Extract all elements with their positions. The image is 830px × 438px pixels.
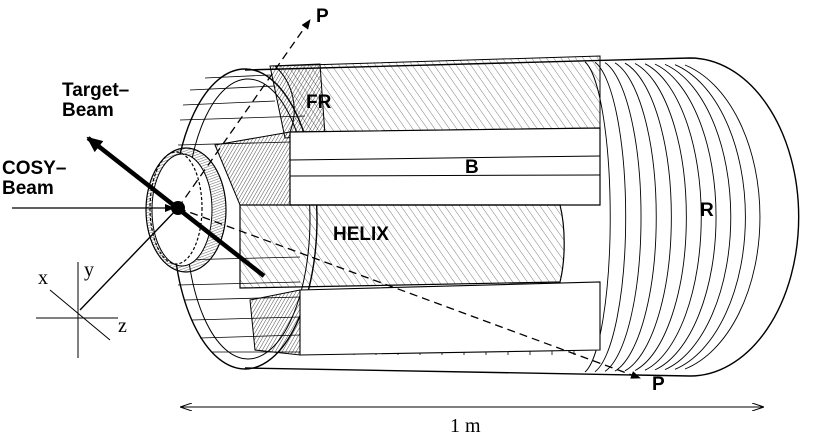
range-layer-arc	[594, 61, 627, 373]
range-layer-arc	[664, 63, 732, 371]
region-label-r: R	[700, 200, 714, 221]
b-box	[289, 127, 601, 206]
interaction-point	[171, 201, 185, 215]
axis-y-label: y	[84, 259, 94, 281]
segment-line	[189, 85, 276, 91]
range-layer-arc	[614, 62, 657, 372]
range-layers	[584, 61, 761, 373]
region-label-helix: HELIX	[333, 224, 389, 245]
target-beam-label-1: Target–	[62, 80, 129, 101]
axis-z-label: z	[118, 315, 127, 337]
range-layer-arc	[654, 63, 717, 371]
range-layer-arc	[644, 63, 702, 371]
range-layer-arc	[634, 63, 687, 371]
axis-x-label: x	[38, 267, 48, 289]
outer-cylinder-outline	[244, 57, 800, 377]
lower-box	[299, 281, 601, 356]
outgoing-track	[79, 207, 179, 311]
target-beam-label-2: Beam	[62, 100, 114, 121]
range-layer-arc	[624, 62, 672, 372]
axis-x-line	[49, 289, 111, 341]
proton-label-bottom: P	[652, 374, 665, 395]
b-box-edge-2	[289, 174, 601, 177]
region-label-fr: FR	[306, 92, 332, 113]
cosy-beam-label-1: COSY–	[2, 158, 66, 179]
cosy-beam-label-2: Beam	[2, 178, 54, 199]
segment-line	[182, 100, 276, 106]
range-layer-arc	[684, 64, 761, 370]
helix-top-face	[214, 131, 291, 206]
helix-cylinder	[239, 204, 565, 289]
proton-label-top: P	[316, 6, 329, 27]
proton-track-bottom	[177, 207, 641, 379]
b-box-edge	[289, 155, 601, 161]
range-layer-arc	[604, 62, 642, 372]
range-layer-arc	[674, 64, 746, 370]
lower-hatched-block	[249, 289, 301, 356]
region-label-b: B	[465, 157, 479, 178]
scale-label: 1 m	[450, 415, 481, 437]
coordinate-axes: x y z	[36, 259, 127, 358]
segment-line	[204, 74, 271, 79]
